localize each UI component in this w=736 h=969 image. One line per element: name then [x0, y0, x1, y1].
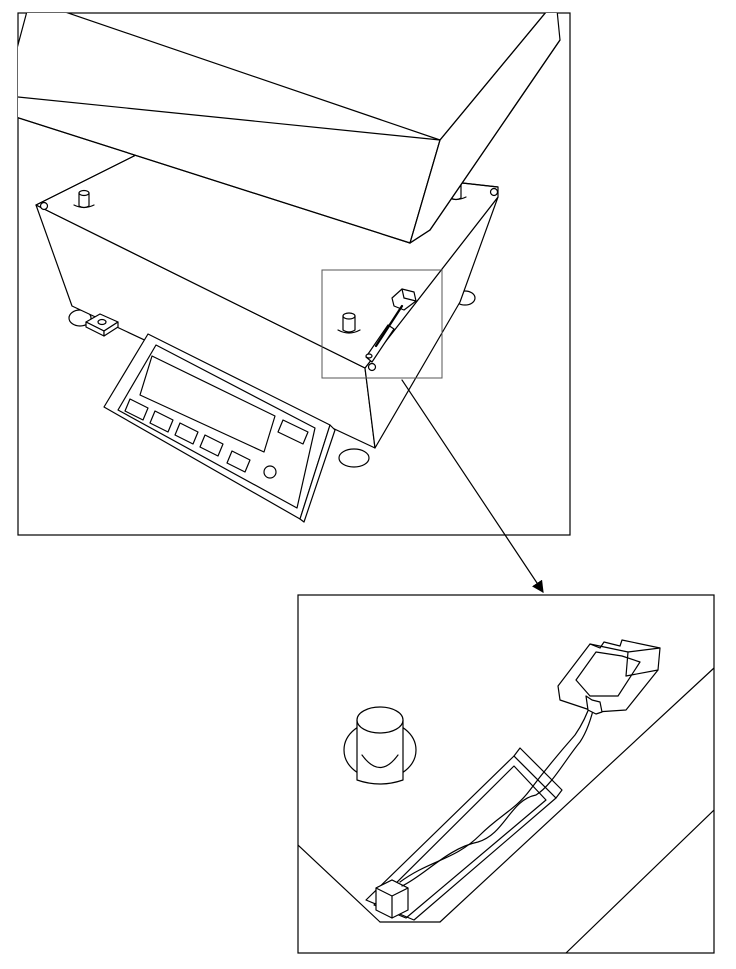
key-2	[149, 410, 174, 433]
lcd-screen	[139, 355, 276, 453]
detail-load-pin	[343, 706, 417, 785]
cable-end-block-icon	[375, 879, 409, 919]
key-1	[124, 398, 149, 421]
key-4	[199, 434, 224, 457]
overview-view	[18, 13, 561, 523]
cable-clip-connector-icon	[557, 639, 661, 715]
display-indicator	[103, 333, 336, 523]
connector-overview	[365, 288, 417, 363]
key-5	[226, 450, 251, 473]
twisted-cable	[399, 699, 596, 887]
callout-arrow	[401, 379, 544, 593]
key-3	[174, 422, 199, 445]
mounting-bracket-icon	[85, 313, 119, 337]
overview-frame	[17, 12, 571, 536]
key-6	[277, 419, 309, 445]
power-knob	[263, 465, 277, 479]
base-edge-lines	[298, 667, 714, 953]
weighing-platform	[18, 13, 561, 244]
detail-frame	[297, 594, 715, 954]
detail-view	[298, 639, 714, 953]
callout-box	[321, 269, 443, 379]
